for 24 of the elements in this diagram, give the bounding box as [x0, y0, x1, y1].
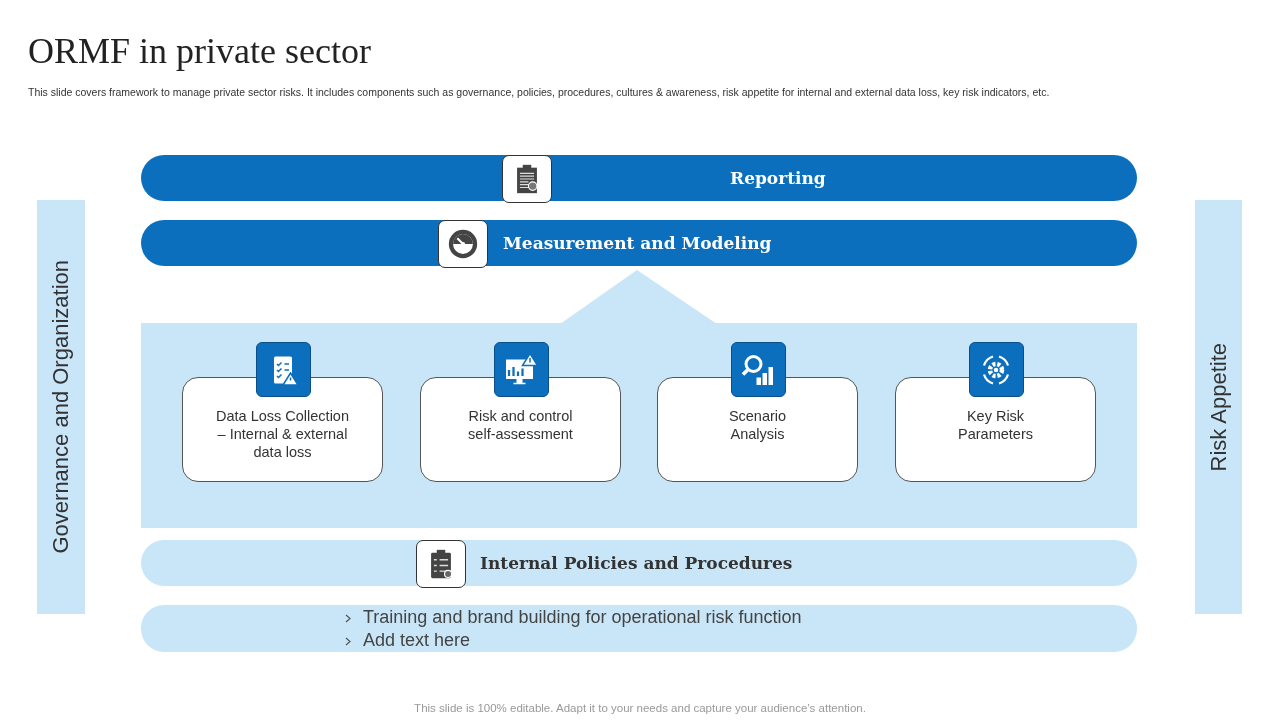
side-band-title: Risk Appetite: [1205, 342, 1232, 472]
policies-band: [141, 540, 1137, 586]
process-card: [182, 377, 383, 482]
slide-title: ORMF in private sector: [28, 30, 371, 72]
footer-note: This slide is 100% editable. Adapt it to your needs and capture your audience’s attention.: [413, 702, 867, 714]
bullet-text: Training and brand building for operational risk function: [363, 607, 802, 627]
card-text: Data Loss Collection – Internal & external data loss: [215, 407, 350, 461]
side-band-title: Governance and Organization: [48, 260, 74, 554]
training-band: [141, 605, 1137, 652]
process-card: [420, 377, 621, 482]
band-title: Internal Policies and Procedures: [480, 553, 793, 573]
bullet-text: Add text here: [363, 630, 471, 650]
process-card: [657, 377, 858, 482]
card-text: Key Risk Parameters: [957, 407, 1034, 443]
side-band: [1195, 200, 1242, 614]
card-text: Scenario Analysis: [727, 407, 788, 443]
measurement-band: [141, 220, 1137, 266]
band-title: Reporting: [730, 168, 826, 188]
card-text: Risk and control self-assessment: [467, 407, 574, 443]
reporting-band: [141, 155, 1137, 201]
band-title: Measurement and Modeling: [503, 233, 772, 253]
process-card: [895, 377, 1096, 482]
side-band: [37, 200, 85, 614]
subtitle-text: This slide covers framework to manage private sector risks. It includes components such as governance, policies, procedures, cultures & awareness, risk appetite for internal and external data loss, key risk indicators, etc.: [28, 86, 1050, 98]
